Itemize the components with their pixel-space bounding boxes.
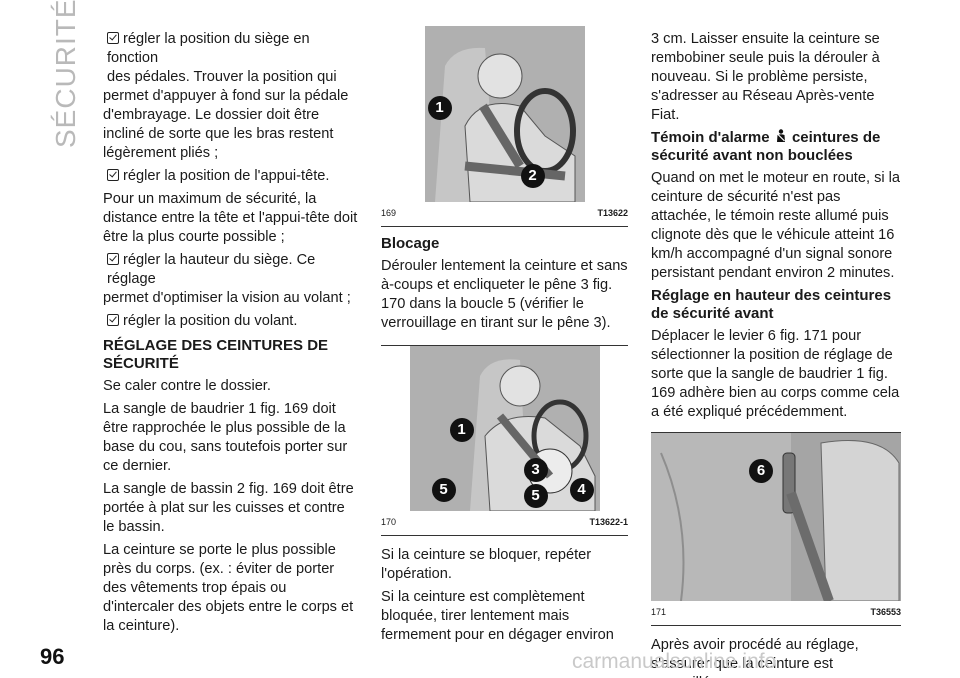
callout-6: 6 xyxy=(749,459,773,483)
callout-5: 5 xyxy=(431,478,456,502)
paragraph: 3 cm. Laisser ensuite la ceinture se rem… xyxy=(651,31,880,123)
checkbox-bullet-icon xyxy=(107,253,119,265)
figure-code: T13622 xyxy=(597,208,628,218)
seatbelt-warning-icon xyxy=(776,129,785,142)
callout-1: 1 xyxy=(427,96,452,120)
paragraph: Après avoir procédé au réglage, s'assure… xyxy=(651,637,859,678)
paragraph: Si la ceinture se bloquer, repéter l'opé… xyxy=(381,547,592,582)
section-heading: RÉGLAGE DES CEINTURES DE SÉCURITÉ xyxy=(103,337,329,372)
callout-5: 5 xyxy=(523,484,548,508)
subheading-blocage: Blocage xyxy=(381,235,440,252)
bullet-seat-height: régler la hauteur du siège. Ce réglage xyxy=(107,252,316,287)
figure-number: 171 xyxy=(651,607,667,617)
paragraph: Si la ceinture est complètement bloquée,… xyxy=(381,589,614,643)
figure-code: T13622-1 xyxy=(589,517,628,527)
paragraph: Se caler contre le dossier. xyxy=(103,378,271,394)
paragraph: Dérouler lentement la ceinture et sans à… xyxy=(381,258,628,331)
paragraph: Quand on met le moteur en route, si la c… xyxy=(651,170,901,281)
callout-1: 1 xyxy=(449,418,474,442)
section-tab: SÉCURITÉ xyxy=(44,0,84,150)
bullet-seat-position: régler la position du siège en fonction xyxy=(107,31,310,66)
paragraph: La sangle de baudrier 1 fig. 169 doit êt… xyxy=(103,401,348,474)
figure-170-caption: 170 T13622-1 xyxy=(381,511,628,535)
figure-169-caption: 169 T13622 xyxy=(381,202,628,226)
page-number: 96 xyxy=(40,644,65,669)
callout-2: 2 xyxy=(520,164,545,188)
bullet-seat-position-text: permet d'appuyer à fond sur la pédale d'… xyxy=(103,88,349,161)
checkbox-bullet-icon xyxy=(107,32,119,44)
figure-number: 170 xyxy=(381,517,397,527)
callout-3: 3 xyxy=(523,458,548,482)
figure-171: 6 171 T36553 xyxy=(651,432,901,626)
figure-169: 1 2 169 T13622 xyxy=(381,26,628,227)
figure-169-image: 1 2 xyxy=(424,26,585,202)
callout-4: 4 xyxy=(569,478,594,502)
watermark: carmanualsonline.info xyxy=(572,650,777,673)
headrest-paragraph: Pour un maximum de sécurité, la distance… xyxy=(103,191,358,245)
column-1: régler la position du siège en fonction … xyxy=(103,30,359,640)
belt-height-lever-illustration xyxy=(651,433,901,601)
column-2: 1 2 169 T13622 Blocage Dérouler lentemen… xyxy=(381,26,628,649)
bullet-seat-height-cont: permet d'optimiser la vision au volant ; xyxy=(103,290,351,306)
paragraph: La sangle de bassin 2 fig. 169 doit être… xyxy=(103,481,354,535)
subheading-height-adjustment: Réglage en hauteur des ceintures de sécu… xyxy=(651,287,892,322)
checkbox-bullet-icon xyxy=(107,314,119,326)
figure-171-image: 6 xyxy=(651,433,901,601)
bullet-seat-position-cont: des pédales. Trouver la position qui xyxy=(107,69,337,85)
bullet-headrest: régler la position de l'appui-tête. xyxy=(107,167,359,186)
bullet-steering-wheel: régler la position du volant. xyxy=(107,312,359,331)
column-3: 3 cm. Laisser ensuite la ceinture se rem… xyxy=(651,30,901,678)
subheading-warning-light: Témoin d'alarme ceintures de sécurité av… xyxy=(651,129,881,164)
figure-code: T36553 xyxy=(870,607,901,617)
figure-170-image: 1 3 5 4 5 xyxy=(409,346,600,511)
figure-171-caption: 171 T36553 xyxy=(651,601,901,625)
paragraph: La ceinture se porte le plus possible pr… xyxy=(103,542,354,634)
section-tab-label: SÉCURITÉ xyxy=(50,0,81,148)
paragraph: Déplacer le levier 6 fig. 171 pour sélec… xyxy=(651,328,900,420)
figure-number: 169 xyxy=(381,208,397,218)
driver-seatbelt-illustration xyxy=(424,26,585,202)
checkbox-bullet-icon xyxy=(107,169,119,181)
figure-170: 1 3 5 4 5 170 T13622-1 xyxy=(381,345,628,536)
